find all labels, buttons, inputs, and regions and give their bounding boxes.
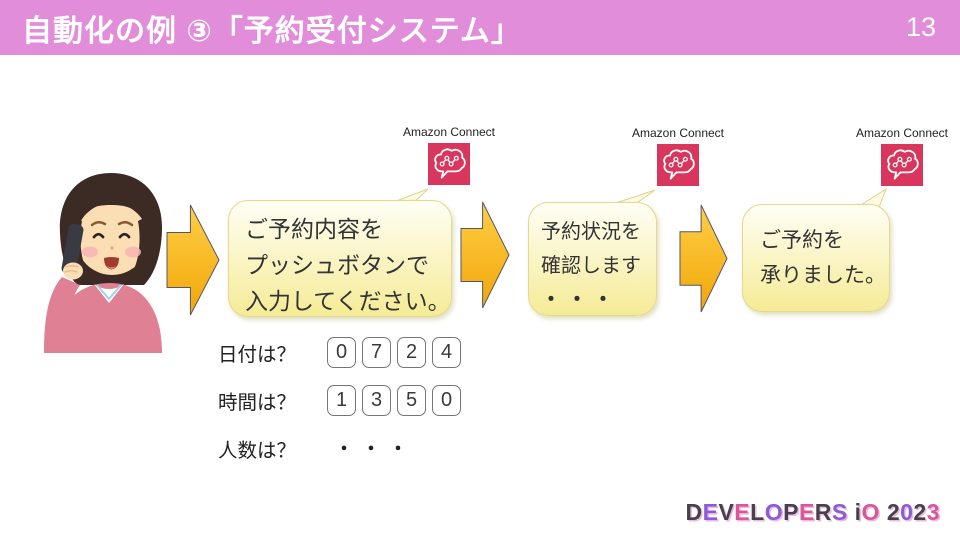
question-row-time: 時間は？ 1 3 5 0 xyxy=(218,384,467,416)
question-row-date: 日付は？ 0 7 2 4 xyxy=(218,336,467,368)
ellipsis-placeholder: ・・・ xyxy=(335,439,416,459)
amazon-connect-node-3: Amazon Connect xyxy=(842,126,960,186)
bubble-line: ご予約内容を xyxy=(245,216,383,242)
digit-box: 3 xyxy=(362,384,391,416)
bubble-line: 入力してください。 xyxy=(245,288,451,314)
question-row-people: 人数は？ ・・・ xyxy=(218,432,467,464)
bubble-line: 予約状況を xyxy=(541,221,641,243)
header-bar: 自動化の例 ③「予約受付システム」 13 xyxy=(0,0,960,55)
digit-box: 0 xyxy=(327,336,356,368)
bubble-line: ご予約を xyxy=(760,229,844,252)
amazon-connect-label: Amazon Connect xyxy=(855,126,949,140)
flow-arrow-icon xyxy=(166,204,220,316)
page-title: 自動化の例 ③「予約受付システム」 xyxy=(22,14,522,48)
speech-bubble-step-3: ご予約を 承りました。 xyxy=(742,204,890,312)
bubble-line: 承りました。 xyxy=(760,264,886,287)
digit-box: 5 xyxy=(397,384,426,416)
bubble-line: プッシュボタンで xyxy=(245,252,429,278)
amazon-connect-icon xyxy=(881,144,923,186)
speech-bubble-step-2: 予約状況を 確認します ・・・ xyxy=(528,202,657,316)
digit-box: 4 xyxy=(432,336,461,368)
amazon-connect-icon xyxy=(657,144,699,186)
digit-box: 2 xyxy=(397,336,426,368)
flow-arrow-icon xyxy=(460,201,510,309)
amazon-connect-node-2: Amazon Connect xyxy=(618,126,738,186)
digit-box: 7 xyxy=(362,336,391,368)
digit-box: 1 xyxy=(327,384,356,416)
amazon-connect-label: Amazon Connect xyxy=(631,126,725,140)
question-label: 日付は？ xyxy=(218,343,297,366)
slide-page-number: 13 xyxy=(905,12,936,42)
amazon-connect-node-1: Amazon Connect xyxy=(389,125,509,185)
developers-io-logo: DEVELOPERS iO 2023 xyxy=(685,499,940,525)
question-label: 時間は？ xyxy=(218,391,297,414)
bubble-line: 確認します xyxy=(541,255,641,277)
speech-bubble-step-1: ご予約内容を プッシュボタンで 入力してください。 xyxy=(228,200,452,317)
amazon-connect-icon xyxy=(428,143,470,185)
bubble-line: ・・・ xyxy=(541,289,619,311)
woman-on-phone-illustration xyxy=(44,173,162,353)
digit-box: 0 xyxy=(432,384,461,416)
dtmf-input-panel: 日付は？ 0 7 2 4 時間は？ 1 3 5 0 人数は？ ・・・ xyxy=(218,336,467,480)
flow-arrow-icon xyxy=(679,204,728,313)
amazon-connect-label: Amazon Connect xyxy=(402,125,496,139)
question-label: 人数は？ xyxy=(218,439,297,462)
